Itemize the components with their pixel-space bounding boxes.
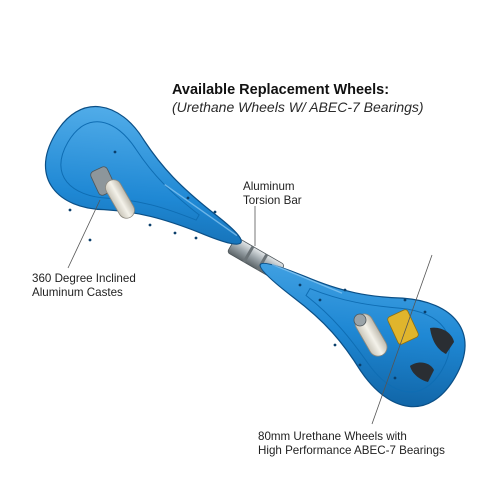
heading-title: Available Replacement Wheels:	[172, 82, 390, 98]
callout-wheels: 80mm Urethane Wheels with High Performan…	[258, 430, 445, 457]
callout-caster-line2: Aluminum Castes	[32, 285, 123, 299]
callout-caster-line1: 360 Degree Inclined	[32, 272, 136, 285]
callout-line-caster	[67, 199, 101, 269]
heading-subtitle: (Urethane Wheels W/ ABEC-7 Bearings)	[172, 99, 424, 115]
rear-caster	[353, 309, 419, 357]
callout-torsion-line1: Aluminum	[243, 180, 295, 193]
rear-bumper	[410, 327, 454, 382]
callout-torsion-line2: Torsion Bar	[243, 193, 302, 207]
front-deck	[44, 106, 242, 245]
callout-wheels-line1: 80mm Urethane Wheels with	[258, 430, 407, 443]
front-caster	[90, 166, 135, 219]
callout-wheels-line2: High Performance ABEC-7 Bearings	[258, 443, 445, 457]
callout-torsion-bar: Aluminum Torsion Bar	[243, 180, 302, 207]
callout-line-wheels	[371, 254, 433, 425]
callout-caster: 360 Degree Inclined Aluminum Castes	[32, 272, 136, 299]
deck-rivets	[68, 150, 427, 380]
